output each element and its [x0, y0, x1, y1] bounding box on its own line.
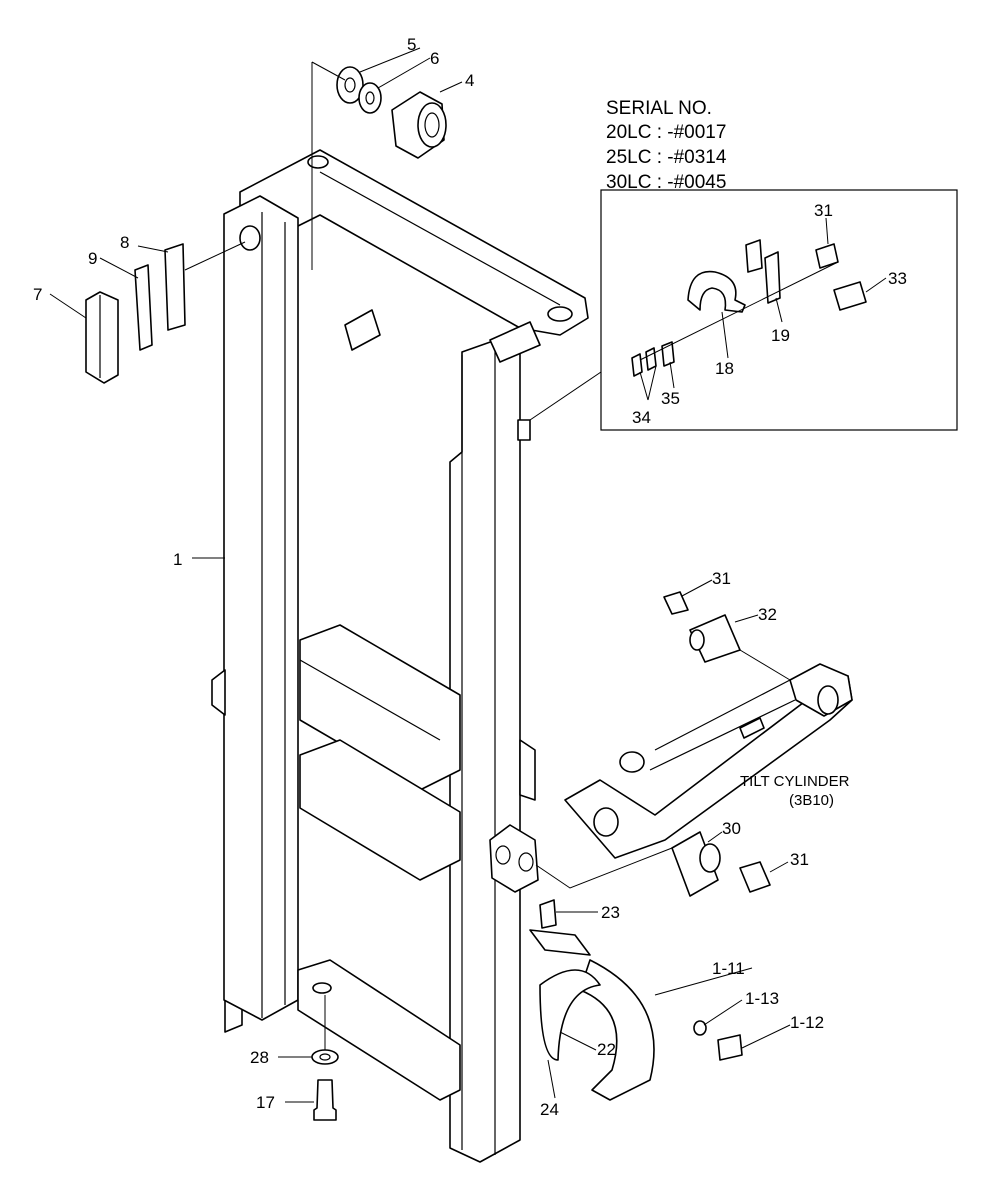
serial-text: SERIAL NO. 20LC : -#0017 25LC : -#0314 3… [606, 98, 727, 193]
serial-line-20lc: 20LC : -#0017 [606, 122, 726, 143]
grease-nipple-23 [539, 899, 557, 929]
callout-22: 22 [597, 1040, 616, 1059]
callout-18: 18 [715, 359, 734, 378]
bolt-33-box [833, 281, 867, 311]
lower-cross-member [299, 739, 461, 881]
washer-5 [336, 66, 364, 104]
plate-19 [764, 251, 781, 304]
part-8-plate [164, 243, 186, 331]
part-9-shim [134, 264, 153, 351]
bearing-cap-1-11 [579, 959, 655, 1101]
serial-line-30lc: 30LC : -#0045 [606, 172, 726, 193]
trunnion-bracket [489, 824, 539, 893]
callout-9: 9 [88, 249, 97, 268]
left-upright [223, 195, 299, 1021]
callout-8: 8 [120, 233, 129, 252]
clamp-18 [687, 270, 746, 313]
tilt-cylinder-note: TILT CYLINDER (3B10) [740, 773, 850, 809]
pin-30 [671, 831, 719, 897]
shims-34 [631, 353, 643, 377]
serial-heading: SERIAL NO. [606, 98, 712, 119]
callout-4: 4 [465, 71, 474, 90]
bottom-cross-member [297, 959, 461, 1101]
callout-32: 32 [758, 605, 777, 624]
middle-cross-member [299, 624, 461, 791]
callout-1-11: 1-11 [712, 959, 745, 978]
washer-6 [358, 82, 382, 114]
callout-7: 7 [33, 285, 42, 304]
callout-30: 30 [722, 819, 741, 838]
callout-33: 33 [888, 269, 907, 288]
bolt-1-12 [717, 1034, 743, 1061]
callout-labels: 1 5 6 4 7 8 9 17 28 23 22 24 1-11 1-13 1… [33, 35, 907, 1119]
callout-1-13: 1-13 [745, 989, 779, 1008]
serial-inset-box [529, 189, 958, 431]
outer-mast-frame [211, 149, 589, 1163]
callout-1: 1 [173, 550, 182, 569]
callout-24: 24 [540, 1100, 559, 1119]
bolt-31-upper [663, 591, 689, 615]
tilt-cylinder-label: TILT CYLINDER [740, 773, 850, 790]
callout-23: 23 [601, 903, 620, 922]
leader-lines [49, 47, 887, 1103]
top-bearing-group [311, 61, 447, 270]
callout-6: 6 [430, 49, 439, 68]
trunnion-group [489, 591, 791, 1101]
callout-31-lower: 31 [790, 850, 809, 869]
callout-31-box: 31 [814, 201, 833, 220]
bolt-31-lower [739, 861, 771, 893]
callout-35: 35 [661, 389, 680, 408]
bolt-31-box [815, 243, 839, 269]
washer-28 [311, 1049, 339, 1065]
callout-34: 34 [632, 408, 651, 427]
tilt-cylinder [564, 663, 853, 859]
bolt-17 [313, 1079, 337, 1121]
left-pad-group [85, 225, 261, 384]
callout-5: 5 [407, 35, 416, 54]
serial-line-25lc: 25LC : -#0314 [606, 147, 727, 168]
callout-31-upper: 31 [712, 569, 731, 588]
washer-1-13 [693, 1020, 707, 1036]
callout-28: 28 [250, 1048, 269, 1067]
part-7-pad [85, 291, 119, 384]
bottom-fastener-group [311, 995, 339, 1121]
tilt-cylinder-ref: (3B10) [789, 792, 834, 809]
callout-1-12: 1-12 [790, 1013, 824, 1032]
callout-19: 19 [771, 326, 790, 345]
bushing-22 [539, 969, 601, 1061]
callout-17: 17 [256, 1093, 275, 1112]
